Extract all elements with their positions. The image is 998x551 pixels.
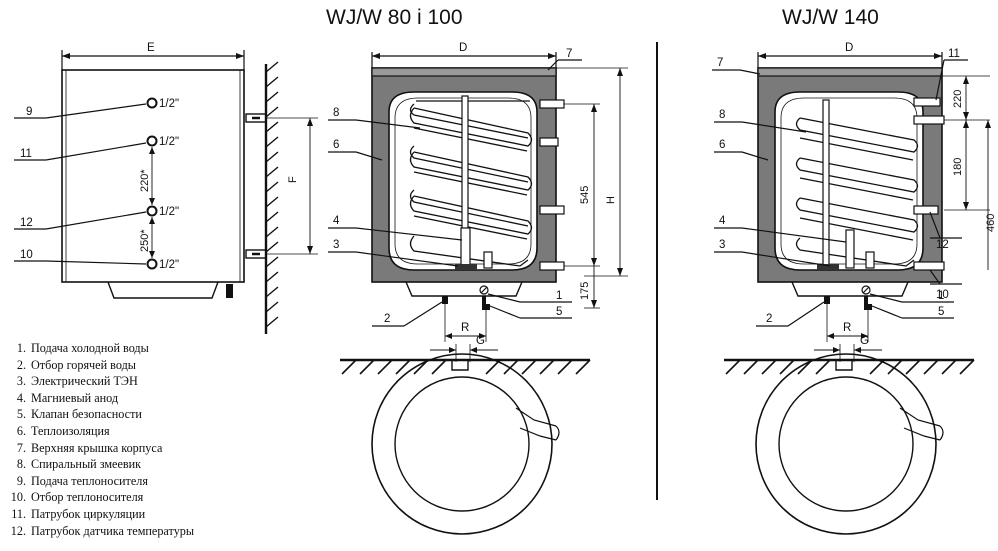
top-view-tank xyxy=(371,353,553,535)
legend-number: 11. xyxy=(11,506,26,521)
legend-number: 6. xyxy=(16,423,26,438)
dim-h-label: H xyxy=(605,196,617,204)
dim-460-label: 460 xyxy=(985,214,997,232)
callout-7: 7 xyxy=(566,48,572,60)
legend-number: 12. xyxy=(10,523,26,538)
callout-3-140: 3 xyxy=(719,239,725,251)
legend-item: 9. Подача теплоносителя xyxy=(6,473,194,490)
legend-list: 1. Подача холодной воды 2. Отбор горячей во… xyxy=(6,340,194,539)
spiral-coil-140 xyxy=(795,117,919,267)
legend-text: Патрубок датчика температуры xyxy=(31,523,195,538)
legend-number: 1. xyxy=(16,341,26,355)
legend-text: Отбор горячей воды xyxy=(31,357,136,372)
dim-r-label-140: R xyxy=(843,322,851,334)
legend-number: 3. xyxy=(16,374,26,389)
legend-item: 10. Отбор теплоносителя xyxy=(6,489,194,506)
legend-number: 2. xyxy=(16,357,26,372)
dim-220-label: 220 xyxy=(952,90,964,108)
port-label-2: 1/2" xyxy=(159,136,179,148)
dim-g-label: G xyxy=(476,335,485,347)
dim-g-label-140: G xyxy=(860,335,869,347)
dim-545-label: 545 xyxy=(579,186,591,204)
side-tank-bottom-cap xyxy=(107,281,219,299)
dim-r-label: R xyxy=(461,322,469,334)
legend-number: 10. xyxy=(10,490,26,505)
callout-3: 3 xyxy=(333,239,339,251)
legend-item: 8. Спиральный змеевик xyxy=(6,456,194,473)
legend-text: Спиральный змеевик xyxy=(31,457,142,472)
dim-180-label: 180 xyxy=(952,158,964,176)
legend-number: 9. xyxy=(16,473,26,488)
legend-text: Теплоизоляция xyxy=(31,423,110,438)
wall-hatching xyxy=(265,61,279,328)
legend-number: 8. xyxy=(16,457,26,472)
legend-item: 6. Теплоизоляция xyxy=(6,423,194,440)
callout-6: 6 xyxy=(333,139,339,151)
legend-text: Подача теплоносителя xyxy=(31,473,148,488)
legend-text: Отбор теплоносителя xyxy=(31,490,144,505)
callout-1: 1 xyxy=(556,290,562,302)
dim-f-label: F xyxy=(287,176,299,183)
legend-item: 12. Патрубок датчика температуры xyxy=(6,523,194,540)
front-view-80-100: D xyxy=(328,42,628,535)
callout-2-140: 2 xyxy=(766,313,772,325)
title-left: WJ/W 80 i 100 xyxy=(326,6,463,29)
front-view-140: D 220 180 xyxy=(712,42,997,535)
legend-item: 7. Верхняя крышка корпуса xyxy=(6,440,194,457)
legend-text: Клапан безопасности xyxy=(31,407,142,422)
callout-10: 10 xyxy=(20,249,33,261)
callout-8-140: 8 xyxy=(719,109,725,121)
legend-text: Магниевый анод xyxy=(31,390,119,405)
port-label-3: 1/2" xyxy=(159,206,179,218)
callout-11-140: 11 xyxy=(948,48,960,60)
legend-text: Подача холодной воды xyxy=(31,341,149,355)
title-right: WJ/W 140 xyxy=(782,6,879,29)
legend-item: 3. Электрический ТЭН xyxy=(6,373,194,390)
callout-10-140: 10 xyxy=(936,289,949,301)
legend-item: 11. Патрубок циркуляции xyxy=(6,506,194,523)
legend-text: Патрубок циркуляции xyxy=(31,506,146,521)
callout-8: 8 xyxy=(333,107,339,119)
legend-item: 2. Отбор горячей воды xyxy=(6,357,194,374)
dim-d-label-140: D xyxy=(845,42,853,54)
legend-item: 4. Магниевый анод xyxy=(6,390,194,407)
spacing-220: 220* xyxy=(139,169,151,192)
legend-text: Верхняя крышка корпуса xyxy=(31,440,163,455)
callout-5: 5 xyxy=(556,306,562,318)
callout-6-140: 6 xyxy=(719,139,725,151)
legend-text: Электрический ТЭН xyxy=(31,374,138,389)
callout-1-140: 1 xyxy=(938,290,944,302)
legend-item: 5. Клапан безопасности xyxy=(6,406,194,423)
dim-e-label: E xyxy=(147,42,155,54)
callout-11: 11 xyxy=(20,148,32,160)
port-label-4: 1/2" xyxy=(159,259,179,271)
port-label-1: 1/2" xyxy=(159,98,179,110)
callout-12-140: 12 xyxy=(936,239,949,251)
callout-2: 2 xyxy=(384,313,390,325)
callout-7-140: 7 xyxy=(717,57,723,69)
spacing-250: 250* xyxy=(139,229,151,252)
callout-12: 12 xyxy=(20,217,33,229)
callout-4-140: 4 xyxy=(719,215,726,227)
legend-number: 7. xyxy=(16,440,26,455)
legend-number: 5. xyxy=(16,407,26,422)
callout-5-140: 5 xyxy=(938,306,944,318)
heating-element xyxy=(460,227,471,269)
dim-175-label: 175 xyxy=(579,282,591,300)
callout-4: 4 xyxy=(333,215,340,227)
legend-item: 1. Подача холодной воды xyxy=(6,340,194,357)
callout-9: 9 xyxy=(26,106,32,118)
side-tank-body xyxy=(61,69,245,283)
legend-number: 4. xyxy=(16,390,26,405)
dim-d-label: D xyxy=(459,42,467,54)
side-view: E F xyxy=(14,42,318,334)
